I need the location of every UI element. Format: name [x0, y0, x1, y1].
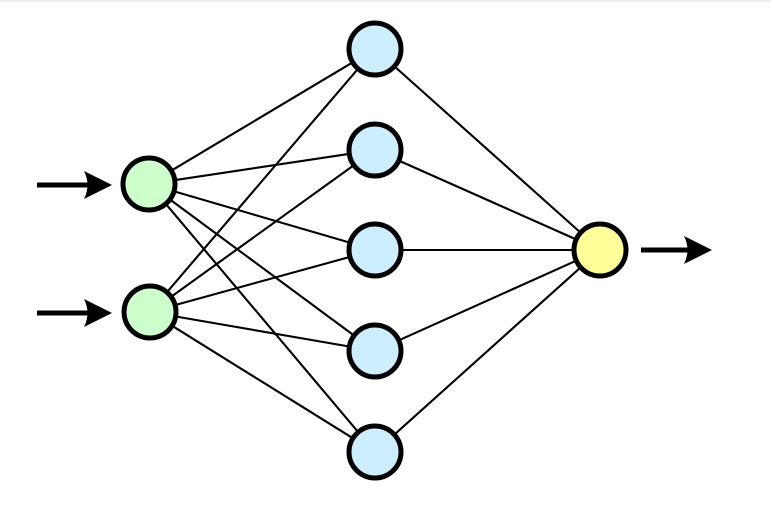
- node-o1[interactable]: [571, 221, 629, 279]
- io-arrows-group: [37, 171, 712, 327]
- edges-group: [163, 60, 583, 441]
- input-arrow-top-head-icon: [84, 171, 112, 199]
- edge-h5-o1: [392, 265, 583, 437]
- node-h5[interactable]: [346, 423, 404, 481]
- output-arrow: [641, 236, 712, 264]
- edge-i1-h2: [172, 152, 352, 182]
- hidden-node-circle[interactable]: [346, 322, 404, 380]
- input-arrow-bottom-head-icon: [84, 299, 112, 327]
- node-i2[interactable]: [121, 283, 179, 341]
- input-node-circle[interactable]: [120, 155, 178, 213]
- edge-i2-h3: [172, 255, 353, 307]
- output-arrow-head-icon: [684, 236, 712, 264]
- edge-i1-h4: [167, 197, 357, 338]
- hidden-node-circle[interactable]: [346, 423, 404, 481]
- node-h4[interactable]: [346, 322, 404, 380]
- edge-i1-h5: [163, 201, 361, 435]
- top-divider-rule: [0, 0, 771, 2]
- input-node-circle[interactable]: [121, 283, 179, 341]
- input-arrow-top: [37, 171, 112, 199]
- edge-i1-h1: [169, 60, 355, 173]
- edge-h2-o1: [396, 158, 579, 242]
- edge-h4-o1: [396, 258, 579, 343]
- node-h2[interactable]: [346, 121, 404, 179]
- output-node-circle[interactable]: [571, 221, 629, 279]
- edge-i2-h2: [168, 163, 357, 299]
- hidden-node-circle[interactable]: [346, 20, 404, 78]
- node-i1[interactable]: [120, 155, 178, 213]
- input-arrow-bottom: [37, 299, 112, 327]
- edge-i2-h1: [164, 66, 361, 295]
- node-h3[interactable]: [346, 221, 404, 279]
- edge-i1-h3: [171, 189, 353, 245]
- node-h1[interactable]: [346, 20, 404, 78]
- edge-i2-h4: [173, 315, 352, 348]
- edge-h1-o1: [392, 64, 583, 235]
- hidden-node-circle[interactable]: [346, 121, 404, 179]
- nodes-group: [120, 20, 629, 481]
- edge-i2-h5: [169, 323, 356, 441]
- hidden-node-circle[interactable]: [346, 221, 404, 279]
